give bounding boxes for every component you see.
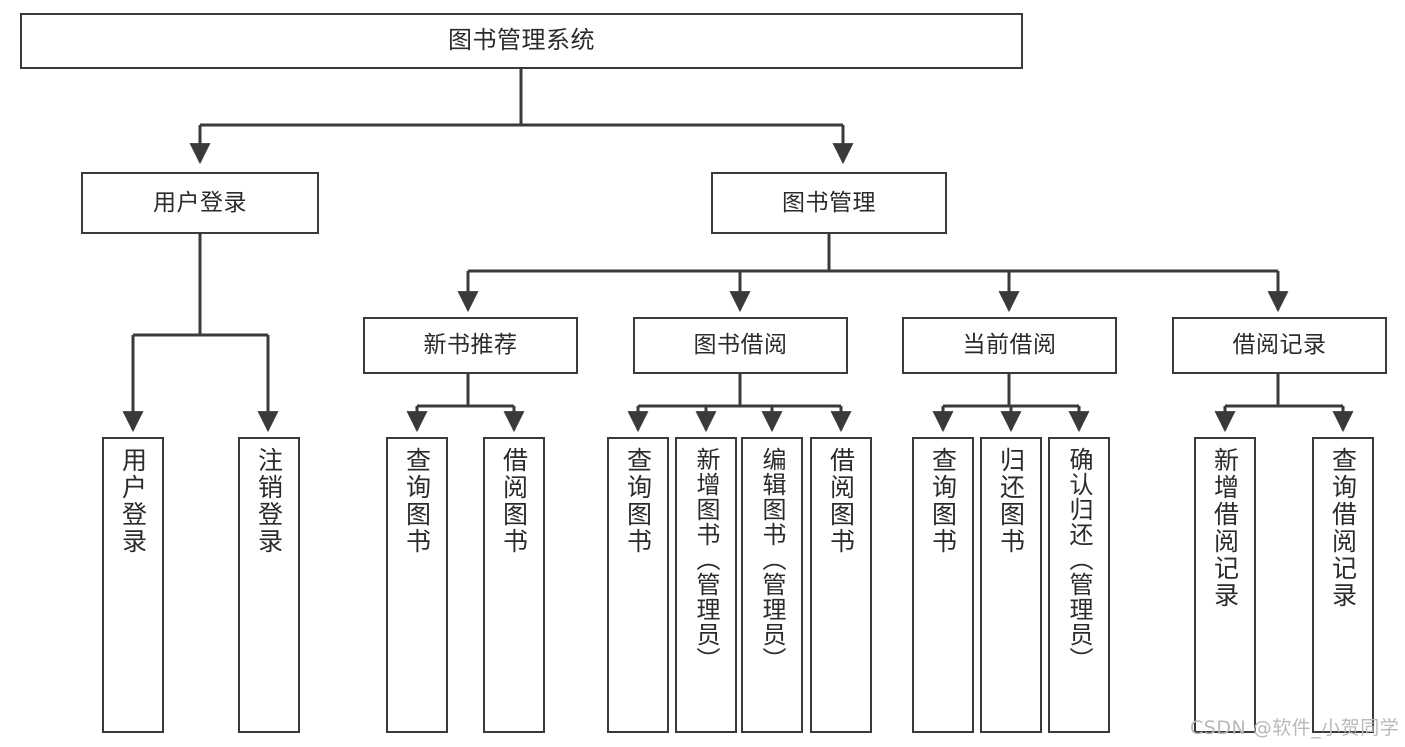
node-label: 借阅图书 [499, 447, 529, 555]
watermark-text: CSDN @软件_小贺同学 [1190, 717, 1400, 739]
node-label: 查询图书 [928, 447, 958, 555]
node-label: 当前借阅 [962, 332, 1057, 359]
node-label: 归还图书 [996, 447, 1026, 555]
leaf-current-borrow-query[interactable]: 查询图书 [912, 437, 974, 733]
leaf-current-borrow-confirm[interactable]: 确认归还（管理员） [1048, 437, 1110, 733]
node-label: 图书管理 [782, 189, 876, 216]
node-label: 新增图书（管理员） [692, 447, 720, 672]
node-label: 查询图书 [402, 447, 432, 555]
node-label: 借阅记录 [1232, 332, 1327, 359]
node-book-manage[interactable]: 图书管理 [711, 172, 947, 234]
node-label: 图书借阅 [693, 332, 788, 359]
node-root-system[interactable]: 图书管理系统 [20, 13, 1023, 69]
leaf-book-borrow-query[interactable]: 查询图书 [607, 437, 669, 733]
leaf-new-book-borrow[interactable]: 借阅图书 [483, 437, 545, 733]
leaf-borrow-record-query[interactable]: 查询借阅记录 [1312, 437, 1374, 733]
leaf-book-borrow-add[interactable]: 新增图书（管理员） [675, 437, 737, 733]
node-borrow-record[interactable]: 借阅记录 [1172, 317, 1387, 374]
node-label: 图书管理系统 [448, 26, 595, 55]
node-label: 用户登录 [118, 447, 148, 555]
leaf-current-borrow-return[interactable]: 归还图书 [980, 437, 1042, 733]
node-current-borrow[interactable]: 当前借阅 [902, 317, 1117, 374]
leaf-book-borrow-borrow[interactable]: 借阅图书 [810, 437, 872, 733]
node-label: 查询借阅记录 [1328, 447, 1358, 609]
leaf-borrow-record-add[interactable]: 新增借阅记录 [1194, 437, 1256, 733]
node-label: 查询图书 [623, 447, 653, 555]
node-label: 新书推荐 [423, 332, 518, 359]
node-label: 注销登录 [254, 447, 284, 555]
leaf-user-login-login[interactable]: 用户登录 [102, 437, 164, 733]
leaf-book-borrow-edit[interactable]: 编辑图书（管理员） [741, 437, 803, 733]
node-label: 用户登录 [153, 189, 247, 216]
node-label: 借阅图书 [826, 447, 856, 555]
node-label: 编辑图书（管理员） [758, 447, 786, 672]
node-book-borrow[interactable]: 图书借阅 [633, 317, 848, 374]
leaf-user-login-logout[interactable]: 注销登录 [238, 437, 300, 733]
leaf-new-book-query[interactable]: 查询图书 [386, 437, 448, 733]
node-label: 确认归还（管理员） [1065, 447, 1093, 672]
node-new-book-recommend[interactable]: 新书推荐 [363, 317, 578, 374]
node-label: 新增借阅记录 [1210, 447, 1240, 609]
node-user-login[interactable]: 用户登录 [81, 172, 319, 234]
